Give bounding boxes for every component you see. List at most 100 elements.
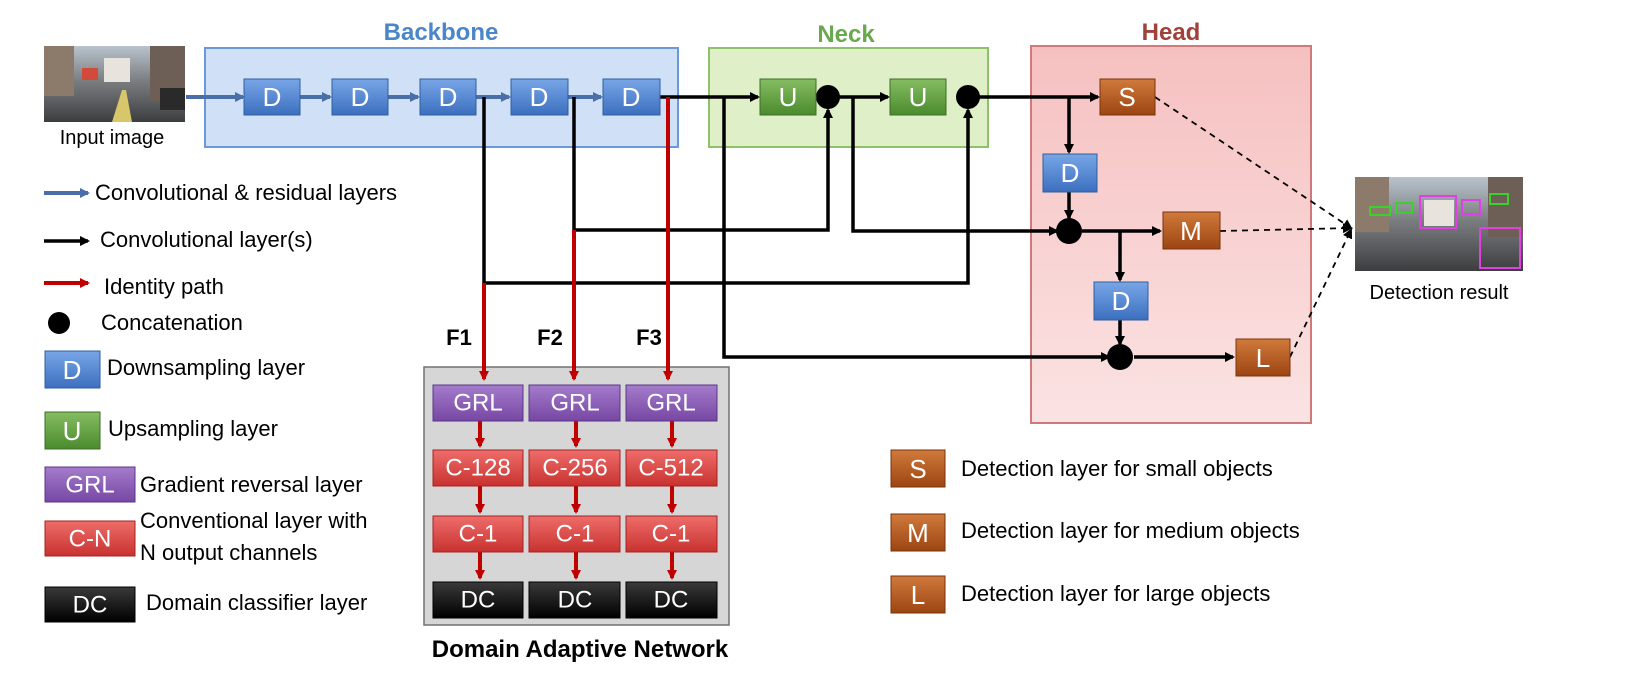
svg-text:DC: DC xyxy=(654,587,689,614)
conv-arrow-d5-to-concat5 xyxy=(722,97,1111,362)
svg-text:C-1: C-1 xyxy=(652,521,691,548)
neck-title: Neck xyxy=(817,21,875,48)
grl-block: GRL xyxy=(528,384,621,422)
legend-label: Convolutional layer(s) xyxy=(100,227,313,252)
small-detection-block: S xyxy=(1099,78,1156,116)
svg-text:S: S xyxy=(909,454,926,484)
svg-text:L: L xyxy=(1256,343,1270,373)
detection-result-caption: Detection result xyxy=(1370,282,1509,304)
grl-block: GRL xyxy=(432,384,524,422)
dc-block: DC xyxy=(528,581,621,619)
legend-label: Upsampling layer xyxy=(108,416,278,441)
svg-text:U: U xyxy=(63,416,82,446)
legend-label: Conventional layer with xyxy=(140,508,367,533)
connections xyxy=(186,92,1353,580)
conv-1-block: C-1 xyxy=(432,515,524,553)
svg-text:D: D xyxy=(1061,158,1080,188)
svg-text:D: D xyxy=(439,82,458,112)
upsampling-block: U xyxy=(759,78,817,116)
downsampling-block: D xyxy=(1042,153,1098,193)
legend-m-block: M xyxy=(890,513,946,552)
legend-grl-block: GRL xyxy=(44,466,136,503)
concatenation-dot xyxy=(1056,218,1082,244)
svg-text:M: M xyxy=(907,518,929,548)
concatenation-dot xyxy=(816,85,840,109)
svg-text:C-512: C-512 xyxy=(638,455,703,482)
svg-text:D: D xyxy=(1112,286,1131,316)
legend-l-block: L xyxy=(890,575,946,614)
conv-256-block: C-256 xyxy=(528,449,621,487)
svg-text:C-1: C-1 xyxy=(556,521,595,548)
legend-concat-dot xyxy=(48,312,70,334)
downsampling-block: D xyxy=(1093,281,1149,321)
conv-arrow-d3-to-concat2 xyxy=(482,97,973,285)
medium-detection-block: M xyxy=(1162,211,1221,250)
legend-label-line2: N output channels xyxy=(140,540,317,565)
svg-text:D: D xyxy=(63,355,82,385)
legend-label: Identity path xyxy=(104,274,224,299)
downsampling-block: D xyxy=(243,78,301,116)
legend-cn-block: C-N xyxy=(44,520,136,557)
legend-label: Convolutional & residual layers xyxy=(95,180,397,205)
domain-adaptive-title: Domain Adaptive Network xyxy=(432,636,729,663)
svg-text:S: S xyxy=(1118,82,1135,112)
dc-block: DC xyxy=(432,581,524,619)
input-image xyxy=(44,46,185,122)
legend-u-block: U xyxy=(44,411,101,450)
svg-text:D: D xyxy=(622,82,641,112)
svg-text:U: U xyxy=(909,82,928,112)
legend-label: Detection layer for large objects xyxy=(961,581,1270,606)
svg-text:C-256: C-256 xyxy=(542,455,607,482)
upsampling-block: U xyxy=(889,78,947,116)
svg-text:DC: DC xyxy=(73,592,108,619)
svg-text:DC: DC xyxy=(558,587,593,614)
backbone-title: Backbone xyxy=(384,19,499,46)
head-title: Head xyxy=(1142,19,1201,46)
conv-1-block: C-1 xyxy=(528,515,621,553)
downsampling-block: D xyxy=(331,78,389,116)
legend-s-block: S xyxy=(890,449,946,488)
downsampling-block: D xyxy=(602,78,661,116)
legend-label: Detection layer for small objects xyxy=(961,456,1273,481)
svg-text:DC: DC xyxy=(461,587,496,614)
conv-512-block: C-512 xyxy=(625,449,718,487)
grl-block: GRL xyxy=(625,384,718,422)
input-image-caption: Input image xyxy=(60,127,165,149)
legend-label: Gradient reversal layer xyxy=(140,472,363,497)
svg-text:GRL: GRL xyxy=(65,472,114,499)
svg-text:C-1: C-1 xyxy=(459,521,498,548)
svg-text:GRL: GRL xyxy=(453,390,502,417)
svg-text:D: D xyxy=(263,82,282,112)
downsampling-block: D xyxy=(510,78,569,116)
svg-text:C-N: C-N xyxy=(69,526,112,553)
svg-text:D: D xyxy=(530,82,549,112)
conv-arrow-concat1-to-concat3 xyxy=(851,97,1059,236)
output-arrow-l xyxy=(1289,228,1353,358)
concatenation-dot xyxy=(956,85,980,109)
svg-text:U: U xyxy=(779,82,798,112)
legend-label: Detection layer for medium objects xyxy=(961,518,1300,543)
svg-text:GRL: GRL xyxy=(646,390,695,417)
svg-text:L: L xyxy=(911,580,925,610)
detection-result-image xyxy=(1355,177,1523,271)
legend-dc-block: DC xyxy=(44,586,136,623)
conv-128-block: C-128 xyxy=(432,449,524,487)
svg-text:GRL: GRL xyxy=(550,390,599,417)
feature-label-f1: F1 xyxy=(446,325,472,350)
large-detection-block: L xyxy=(1235,338,1291,377)
feature-label-f2: F2 xyxy=(537,325,563,350)
downsampling-block: D xyxy=(419,78,477,116)
legend-label: Downsampling layer xyxy=(107,355,305,380)
legend-label: Concatenation xyxy=(101,310,243,335)
legend-right: S Detection layer for small objects M De… xyxy=(890,449,1300,614)
svg-text:D: D xyxy=(351,82,370,112)
svg-text:M: M xyxy=(1180,216,1202,246)
legend-left: Convolutional & residual layers Convolut… xyxy=(44,180,397,623)
svg-text:C-128: C-128 xyxy=(445,455,510,482)
conv-1-block: C-1 xyxy=(625,515,718,553)
dc-block: DC xyxy=(625,581,718,619)
feature-label-f3: F3 xyxy=(636,325,662,350)
legend-d-block: D xyxy=(44,350,101,389)
concatenation-dot xyxy=(1107,344,1133,370)
